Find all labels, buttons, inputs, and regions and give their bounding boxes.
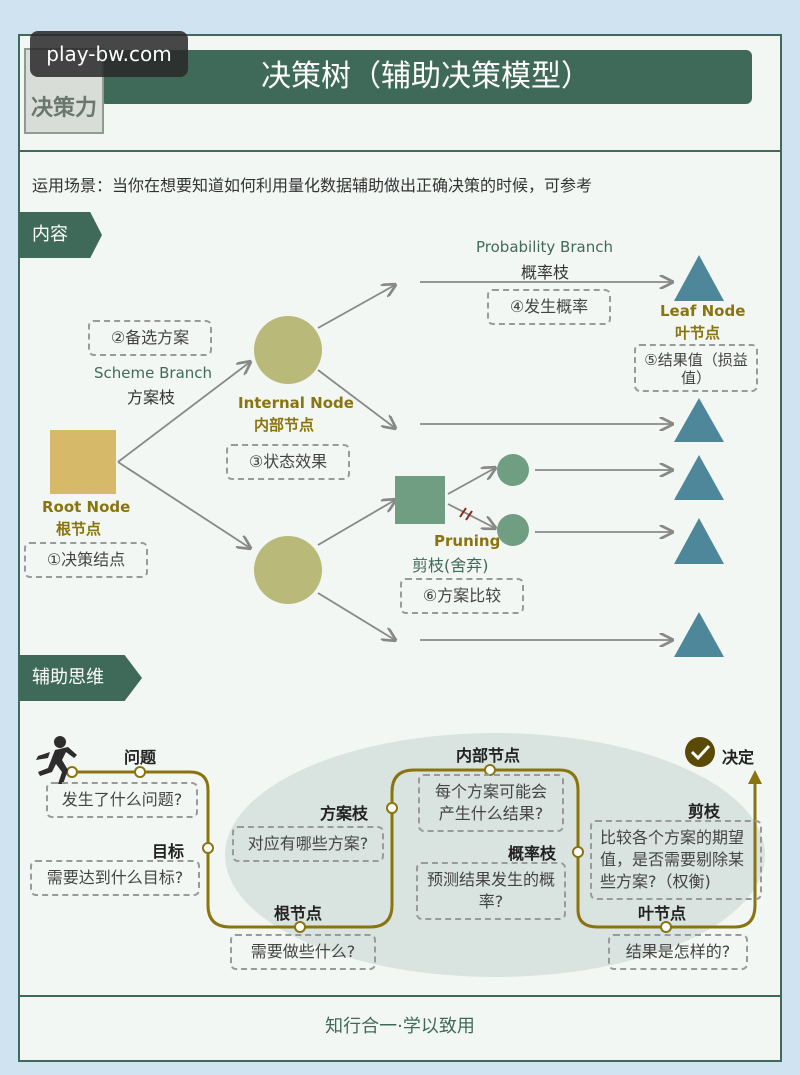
label-root: 根节点 <box>274 904 323 923</box>
leaf-triangle-3 <box>674 455 724 500</box>
section-content: 内容 <box>18 212 102 258</box>
label-prune: 剪枝 <box>688 802 721 821</box>
label-goal: 目标 <box>152 842 185 861</box>
thinking-path <box>72 768 757 929</box>
scheme-arrow-top <box>117 362 250 463</box>
internal-zh: 内部节点 <box>254 416 315 434</box>
scenario-text: 运用场景：当你在想要知道如何利用量化数据辅助做出正确决策的时候，可参考 <box>32 176 593 195</box>
root-node-square <box>50 430 116 494</box>
leaf-box: ⑤结果值（损益值） <box>634 344 758 392</box>
leaf-en: Leaf Node <box>660 302 746 320</box>
runner-icon <box>36 736 77 784</box>
sub-arrow-2 <box>447 503 495 528</box>
sub-arrow-1 <box>447 468 495 495</box>
scheme-zh: 方案枝 <box>127 388 176 407</box>
prob-branch-en: Probability Branch <box>476 238 613 256</box>
leaf-triangle-2 <box>674 398 724 442</box>
box-root: 需要做些什么? <box>230 934 376 970</box>
leaf-triangle-4 <box>674 518 724 564</box>
label-leaf: 叶节点 <box>638 904 687 923</box>
pruning-box: ⑥方案比较 <box>400 578 524 614</box>
page-title: 决策树（辅助决策模型） <box>100 50 752 104</box>
scheme-arrow-bottom <box>117 461 250 548</box>
sub-internal-node-2 <box>497 514 529 546</box>
label-question: 问题 <box>124 748 157 767</box>
root-box: ①决策结点 <box>24 542 148 578</box>
internal-node-bottom <box>254 536 322 604</box>
leaf-triangle-5 <box>674 612 724 657</box>
scheme-arrow-3 <box>317 500 395 546</box>
check-icon <box>685 737 715 767</box>
thinking-ellipse <box>225 733 765 977</box>
internal-node-top <box>254 316 322 384</box>
divider-bottom <box>18 995 782 997</box>
prob-arrow-2 <box>317 369 395 428</box>
box-internal: 每个方案可能会产生什么结果? <box>418 774 564 832</box>
scheme-box: ②备选方案 <box>88 320 212 356</box>
box-prob: 预测结果发生的概率? <box>416 862 566 920</box>
pruning-en: Pruning <box>434 532 501 550</box>
pruning-zh: 剪枝(舍弃) <box>412 556 489 575</box>
internal-box: ③状态效果 <box>226 444 350 480</box>
label-internal: 内部节点 <box>456 746 521 765</box>
box-leaf: 结果是怎样的? <box>608 934 748 970</box>
box-scheme: 对应有哪些方案? <box>232 826 384 862</box>
leaf-triangle-1 <box>674 255 724 301</box>
box-goal: 需要达到什么目标? <box>30 860 200 896</box>
watermark-tag: play-bw.com <box>30 31 188 77</box>
sub-internal-node-1 <box>497 454 529 486</box>
section-thinking: 辅助思维 <box>18 655 142 701</box>
leaf-zh: 叶节点 <box>675 324 721 342</box>
box-prune: 比较各个方案的期望值，是否需要剔除某些方案?（权衡) <box>590 820 762 900</box>
prob-arrow-3 <box>317 592 395 640</box>
prob-arrow-1 <box>317 285 395 329</box>
prob-branch-zh: 概率枝 <box>521 263 570 282</box>
root-en: Root Node <box>42 498 131 516</box>
internal-en: Internal Node <box>238 394 354 412</box>
sub-decision-square <box>395 476 445 524</box>
label-decide: 决定 <box>722 748 755 767</box>
root-zh: 根节点 <box>56 520 102 538</box>
prob-box: ④发生概率 <box>487 289 611 325</box>
scheme-en: Scheme Branch <box>94 364 213 382</box>
label-scheme: 方案枝 <box>320 804 369 823</box>
box-question: 发生了什么问题? <box>46 782 198 818</box>
label-prob: 概率枝 <box>508 844 557 863</box>
divider-top <box>18 150 782 152</box>
footer-motto: 知行合一·学以致用 <box>325 1016 475 1037</box>
